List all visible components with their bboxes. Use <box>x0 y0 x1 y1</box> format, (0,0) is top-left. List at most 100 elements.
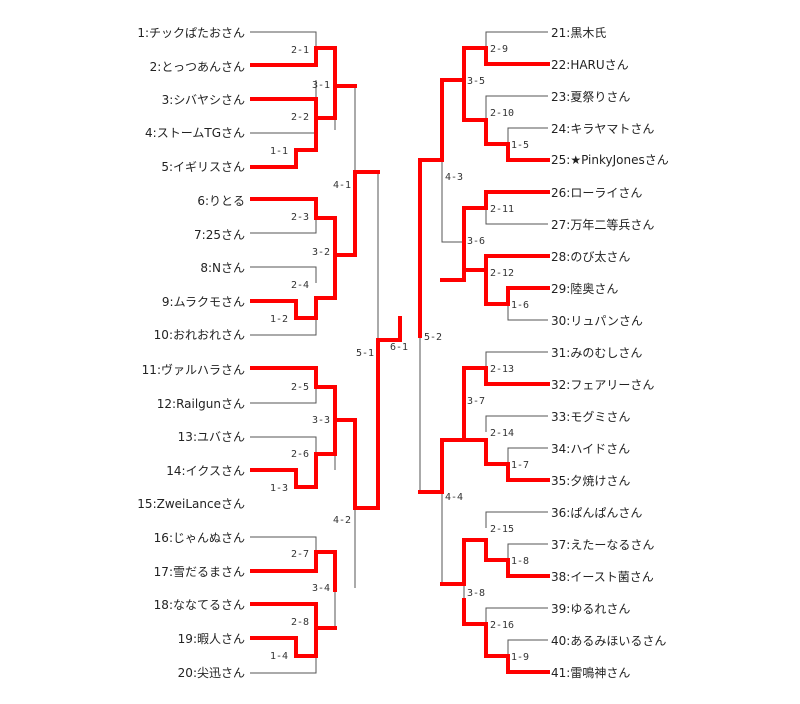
match-1-2: 1-2 <box>270 314 288 325</box>
match-3-4: 3-4 <box>312 583 330 594</box>
line-p33 <box>485 415 548 432</box>
win-p28 <box>462 254 550 272</box>
player-15: 15:ZweiLanceさん <box>137 497 245 511</box>
player-24: 24:キラヤマトさん <box>551 122 654 136</box>
win-4-2 <box>353 418 380 510</box>
line-p36 <box>485 511 548 528</box>
player-12: 12:Railgunさん <box>157 397 245 411</box>
match-6-1: 6-1 <box>390 342 408 353</box>
match-2-7: 2-7 <box>291 549 309 560</box>
win-p26 <box>440 190 550 282</box>
match-4-4: 4-4 <box>445 492 463 503</box>
player-33: 33:モグミさん <box>551 410 630 424</box>
win-4-3-up <box>418 78 444 162</box>
match-2-8: 2-8 <box>291 617 309 628</box>
win-p17 <box>250 550 337 592</box>
win-p41 <box>462 598 550 674</box>
player-16: 16:じゃんぬさん <box>154 531 245 545</box>
match-4-3: 4-3 <box>445 172 463 183</box>
player-6: 6:りとる <box>197 194 245 208</box>
line-p10 <box>250 318 317 336</box>
player-32: 32:フェアリーさん <box>551 378 654 392</box>
match-2-3: 2-3 <box>291 212 309 223</box>
match-2-1: 2-1 <box>291 45 309 56</box>
win-p6 <box>250 197 337 220</box>
player-38: 38:イースト菌さん <box>551 570 654 584</box>
player-37: 37:えたーなるさん <box>551 538 654 552</box>
player-19: 19:暇人さん <box>178 632 245 646</box>
player-34: 34:ハイドさん <box>551 442 630 456</box>
match-2-12: 2-12 <box>490 268 514 279</box>
match-1-1: 1-1 <box>270 146 288 157</box>
player-31: 31:みのむしさん <box>551 346 642 360</box>
match-1-4: 1-4 <box>270 651 288 662</box>
player-25: 25:★PinkyJonesさん <box>551 153 669 167</box>
match-2-16: 2-16 <box>490 620 514 631</box>
match-5-2: 5-2 <box>424 332 442 343</box>
match-2-4: 2-4 <box>291 280 309 291</box>
player-14: 14:イクスさん <box>166 464 245 478</box>
match-2-14: 2-14 <box>490 428 514 439</box>
line-p7 <box>250 218 317 234</box>
win-5-1-final <box>376 316 402 510</box>
win-p5 <box>250 116 318 169</box>
bracket-lines-winner <box>250 46 550 674</box>
win-p38 <box>440 538 550 586</box>
match-2-15: 2-15 <box>490 524 514 535</box>
match-2-9: 2-9 <box>490 44 508 55</box>
player-4: 4:ストームTGさん <box>145 126 245 140</box>
bracket-lines-thin <box>250 31 548 674</box>
player-2: 2:とっつあんさん <box>150 60 245 74</box>
player-22: 22:HARUさん <box>551 58 629 72</box>
player-5: 5:イギリスさん <box>161 160 245 174</box>
player-18: 18:ななてるさん <box>154 598 245 612</box>
player-23: 23:夏祭りさん <box>551 90 630 104</box>
player-28: 28:のび太さん <box>551 249 630 264</box>
match-3-1: 3-1 <box>312 80 330 91</box>
match-labels: 2-1 3-1 2-2 1-1 4-1 2-3 3-2 2-4 1-2 5-1 … <box>270 44 529 663</box>
line-p23 <box>485 95 548 112</box>
player-26: 26:ローライさん <box>551 186 642 200</box>
win-p18 <box>250 602 337 630</box>
player-27: 27:万年二等兵さん <box>551 218 654 232</box>
match-2-11: 2-11 <box>490 204 514 215</box>
line-p30 <box>507 304 548 321</box>
win-p22 <box>440 46 550 82</box>
win-4-4-up <box>418 438 444 494</box>
match-2-5: 2-5 <box>291 382 309 393</box>
line-p1 <box>250 31 317 48</box>
player-35: 35:夕焼けさん <box>551 474 630 488</box>
match-1-3: 1-3 <box>270 483 288 494</box>
win-3-1-up <box>333 46 357 88</box>
line-p31 <box>485 351 548 368</box>
player-9: 9:ムラクモさん <box>162 295 245 309</box>
line-p20 <box>250 656 317 674</box>
match-3-8: 3-8 <box>467 588 485 599</box>
match-2-13: 2-13 <box>490 364 514 375</box>
line-p37 <box>507 543 548 560</box>
player-40: 40:あるみほいるさん <box>551 634 666 648</box>
win-p9 <box>250 296 337 320</box>
win-4-1 <box>353 170 380 257</box>
match-2-2: 2-2 <box>291 112 309 123</box>
line-p12 <box>250 387 317 404</box>
player-13: 13:ユバさん <box>178 430 245 444</box>
line-p27 <box>485 208 548 225</box>
win-3-3-up <box>333 385 357 422</box>
player-39: 39:ゆるれさん <box>551 602 630 616</box>
win-p11 <box>250 366 337 389</box>
match-3-3: 3-3 <box>312 415 330 426</box>
match-5-1: 5-1 <box>356 348 374 359</box>
win-3-2-up <box>333 216 357 257</box>
player-7: 7:25さん <box>194 228 245 242</box>
line-p13 <box>250 436 317 454</box>
win-p35 <box>462 438 550 482</box>
match-3-2: 3-2 <box>312 247 330 258</box>
match-1-5: 1-5 <box>511 140 529 151</box>
line-p39 <box>485 607 548 624</box>
match-2-10: 2-10 <box>490 108 514 119</box>
player-17: 17:雪だるまさん <box>154 565 245 579</box>
player-8: 8:Nさん <box>200 261 245 275</box>
win-p3 <box>250 97 337 120</box>
